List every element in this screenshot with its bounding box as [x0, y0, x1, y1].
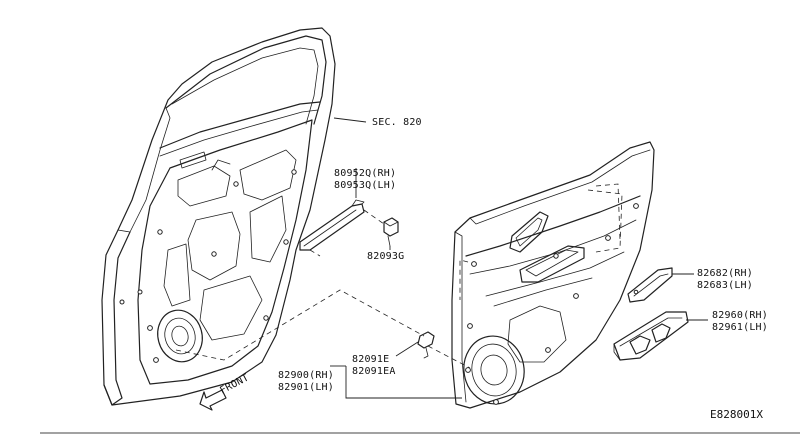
label-sec-820: SEC. 820 [372, 117, 422, 128]
screw-82093g [383, 217, 399, 247]
rear-door-panel [101, 27, 336, 406]
front-direction-arrow [199, 389, 227, 411]
label-82901: 82901(LH) [278, 382, 334, 393]
label-80953q: 80953Q(LH) [334, 180, 396, 191]
label-80952q: 80952Q(RH) [334, 168, 396, 179]
label-82961: 82961(LH) [712, 322, 768, 333]
window-switch-82960 [613, 311, 689, 361]
label-82091ea: 82091EA [352, 366, 396, 377]
label-82683: 82683(LH) [697, 280, 753, 291]
door-finisher [451, 141, 655, 409]
label-82093g: 82093G [367, 251, 404, 262]
label-82900: 82900(RH) [278, 370, 334, 381]
bracket-80952q [299, 199, 365, 257]
label-82682: 82682(RH) [697, 268, 753, 279]
clip-82091e [417, 331, 435, 359]
switch-finisher-82682 [627, 267, 673, 303]
label-front: FRONT [218, 372, 251, 396]
diagram-code: E828001X [710, 408, 763, 421]
label-82091e: 82091E [352, 354, 389, 365]
label-82960: 82960(RH) [712, 310, 768, 321]
